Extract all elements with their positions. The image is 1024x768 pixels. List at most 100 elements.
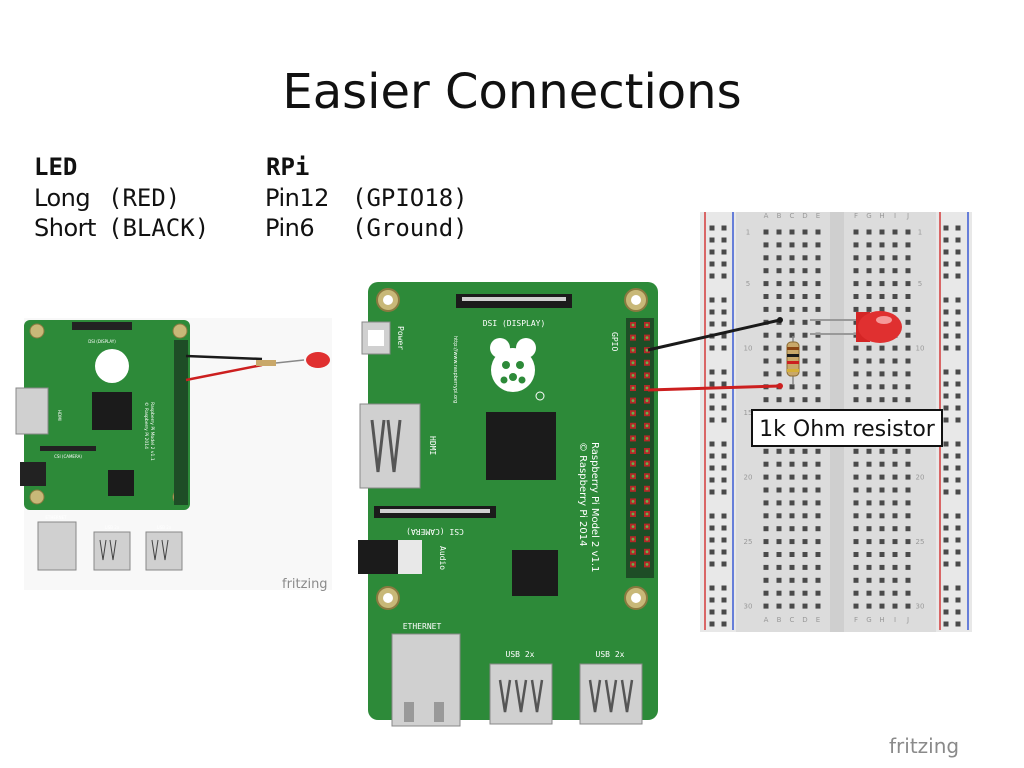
breadboard-hole bbox=[905, 500, 911, 506]
breadboard-hole bbox=[763, 552, 769, 557]
breadboard-hole bbox=[802, 332, 808, 338]
breadboard-hole bbox=[763, 242, 769, 248]
resistor bbox=[786, 336, 800, 384]
gpio-pin-center bbox=[645, 348, 649, 352]
breadboard-hole bbox=[892, 564, 898, 570]
breadboard-hole bbox=[892, 268, 898, 274]
rail-hole bbox=[721, 597, 727, 603]
rpi-header: RPi bbox=[266, 153, 310, 181]
rpi-pin6-func: (Ground) bbox=[352, 214, 468, 242]
breadboard-hole bbox=[905, 603, 911, 609]
gpio-pin-center bbox=[645, 374, 649, 377]
breadboard-hole bbox=[905, 268, 911, 274]
rail-hole bbox=[943, 261, 949, 267]
breadboard-hole bbox=[866, 358, 872, 364]
breadboard-hole bbox=[879, 461, 885, 467]
small-red-wire bbox=[185, 363, 263, 382]
breadboard-hole bbox=[853, 268, 859, 274]
breadboard-hole bbox=[853, 577, 859, 583]
breadboard-hole bbox=[776, 461, 782, 467]
breadboard-hole bbox=[802, 229, 808, 235]
gpio-pin-center bbox=[645, 537, 649, 541]
breadboard-hole bbox=[892, 487, 898, 493]
gpio-pin-center bbox=[645, 386, 649, 390]
rail-hole bbox=[955, 597, 961, 603]
breadboard-hole bbox=[789, 384, 795, 390]
rail-hole bbox=[709, 405, 715, 411]
rail-hole bbox=[721, 417, 727, 423]
gpio-pin-center bbox=[645, 323, 649, 327]
gpio-pins bbox=[630, 322, 650, 568]
breadboard-hole bbox=[789, 539, 795, 545]
breadboard-hole bbox=[802, 539, 808, 545]
breadboard-hole bbox=[853, 448, 859, 454]
small-mount-hole bbox=[172, 323, 188, 339]
rail-hole bbox=[955, 393, 961, 399]
breadboard-hole bbox=[815, 552, 821, 557]
column-label: D bbox=[802, 212, 807, 220]
rail-hole bbox=[721, 465, 727, 471]
rail-hole bbox=[721, 321, 727, 327]
breadboard-hole bbox=[892, 371, 898, 377]
breadboard-hole bbox=[866, 229, 872, 235]
small-audio-jack bbox=[20, 462, 46, 486]
breadboard-hole bbox=[776, 281, 782, 287]
rail-hole bbox=[721, 441, 727, 447]
breadboard-hole bbox=[853, 345, 859, 351]
small-usb-label: USB 2x bbox=[157, 525, 172, 530]
breadboard-hole bbox=[776, 255, 782, 261]
small-hdmi-label: HDMI bbox=[57, 410, 62, 421]
rail-hole bbox=[943, 225, 949, 231]
rail-hole bbox=[943, 417, 949, 423]
gpio-pin-center bbox=[645, 474, 649, 478]
breadboard-hole bbox=[879, 603, 885, 609]
row-number-label: 30 bbox=[744, 603, 753, 611]
breadboard-hole bbox=[866, 371, 872, 377]
rail-hole bbox=[943, 309, 949, 315]
breadboard-hole bbox=[815, 500, 821, 506]
breadboard-hole bbox=[853, 552, 859, 557]
small-ethernet-label: ETHERNET bbox=[45, 515, 67, 520]
rail-hole bbox=[709, 465, 715, 471]
rail-hole bbox=[709, 261, 715, 267]
breadboard-hole bbox=[802, 500, 808, 506]
rail-hole bbox=[709, 273, 715, 279]
rail-hole bbox=[709, 225, 715, 231]
breadboard-hole bbox=[879, 358, 885, 364]
breadboard-hole bbox=[789, 332, 795, 338]
rail-hole bbox=[709, 477, 715, 483]
breadboard-hole bbox=[853, 590, 859, 596]
ethernet-latch bbox=[434, 702, 444, 722]
small-raspberry-logo bbox=[95, 349, 129, 383]
breadboard-hole bbox=[879, 577, 885, 583]
breadboard-hole bbox=[905, 294, 911, 299]
usb-right-label: USB 2x bbox=[596, 650, 625, 659]
breadboard-hole bbox=[866, 384, 872, 390]
breadboard-hole bbox=[879, 590, 885, 596]
breadboard-hole bbox=[789, 564, 795, 570]
rail-hole bbox=[955, 273, 961, 279]
breadboard-hole bbox=[789, 242, 795, 248]
breadboard-hole bbox=[815, 319, 821, 325]
gpio-pin-center bbox=[645, 399, 649, 402]
breadboard: AABBCCDDEEFFGGHHIIJJ11551010151520202525… bbox=[700, 212, 972, 632]
gpio-pin-center bbox=[631, 348, 635, 352]
led-long-color: (RED) bbox=[108, 184, 181, 212]
row-number-label: 25 bbox=[744, 538, 753, 546]
breadboard-hole bbox=[763, 590, 769, 596]
breadboard-hole bbox=[776, 294, 782, 299]
gpio-pin-center bbox=[631, 386, 635, 390]
breadboard-hole bbox=[853, 306, 859, 312]
column-label: F bbox=[854, 212, 858, 220]
breadboard-hole bbox=[802, 268, 808, 274]
breadboard-hole bbox=[776, 539, 782, 545]
breadboard-hole bbox=[905, 461, 911, 467]
column-label: H bbox=[879, 616, 884, 624]
breadboard-hole bbox=[815, 526, 821, 532]
breadboard-hole bbox=[815, 242, 821, 248]
breadboard-hole bbox=[879, 448, 885, 454]
dsi-label: DSI (DISPLAY) bbox=[483, 319, 546, 328]
breadboard-hole bbox=[802, 255, 808, 261]
gpio-pin-center bbox=[645, 563, 649, 566]
rail-hole bbox=[955, 621, 961, 627]
